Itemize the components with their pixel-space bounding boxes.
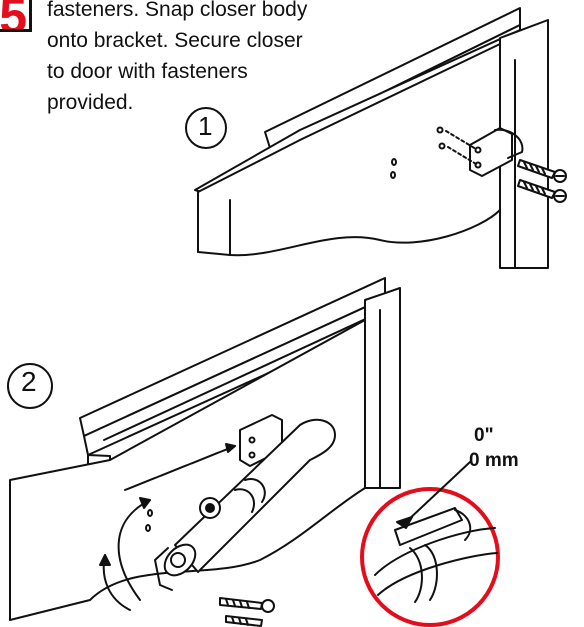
instruction-line: to door with fasteners — [47, 60, 248, 83]
instruction-line: provided. — [47, 91, 134, 114]
callout-millimeters: 0 mm — [469, 450, 519, 471]
step-number: 5 — [0, 0, 27, 32]
step-number-badge: 5 — [0, 0, 32, 32]
figure-1-label: 1 — [198, 111, 213, 141]
instruction-line: fasteners. Snap closer body — [47, 0, 308, 21]
figure-1-frame — [185, 7, 567, 269]
callout-inches: 0" — [474, 425, 494, 446]
figure-2-label: 2 — [21, 366, 37, 397]
figure-2-frame — [7, 277, 401, 627]
instruction-text: fasteners. Snap closer body onto bracket… — [47, 0, 407, 118]
detail-callout — [360, 461, 500, 627]
instruction-line: onto bracket. Secure closer — [47, 29, 303, 52]
